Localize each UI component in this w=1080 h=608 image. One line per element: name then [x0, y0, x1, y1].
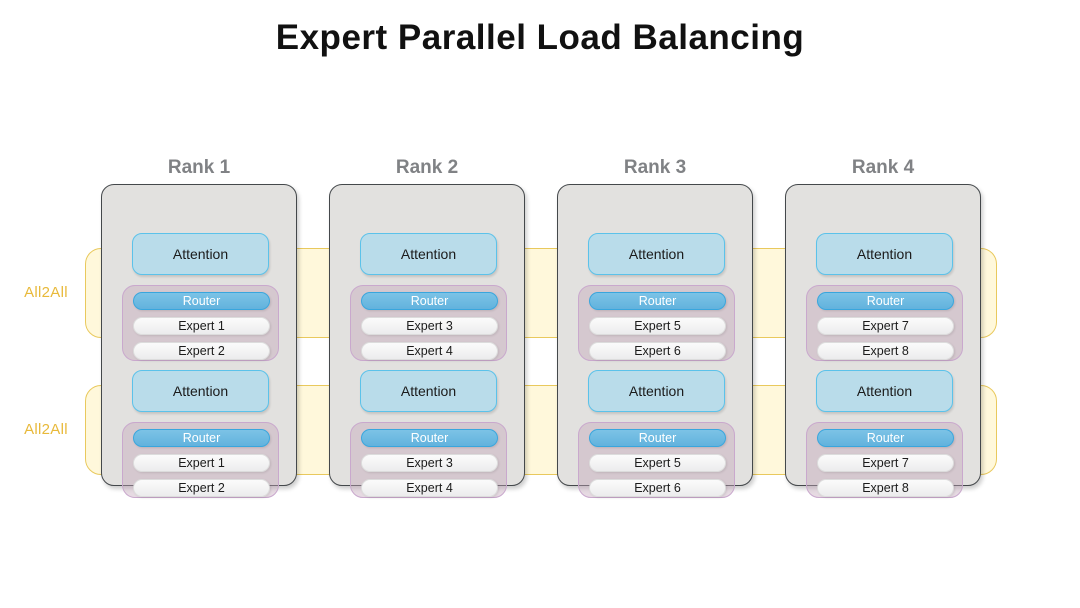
rank-title-1: Rank 1 [167, 157, 231, 178]
router-pill-r4-l2: Router [817, 429, 954, 447]
rank-box-2: Attention Router Expert 3 Expert 4 Atten… [329, 184, 525, 498]
attention-block-r4-l2: Attention [816, 370, 953, 412]
expert-pill-r2-l1-b: Expert 4 [361, 342, 498, 360]
expert-pill-r1-l2-b: Expert 2 [133, 479, 270, 497]
attention-block-r1-l2: Attention [132, 370, 269, 412]
router-pill-r1-l2: Router [133, 429, 270, 447]
router-pill-r2-l1: Router [361, 292, 498, 310]
rank-box-1: Attention Router Expert 1 Expert 2 Atten… [101, 184, 297, 498]
expert-pill-r4-l2-a: Expert 7 [817, 454, 954, 472]
attention-block-r2-l2: Attention [360, 370, 497, 412]
moe-block-r3-l2: Router Expert 5 Expert 6 [578, 422, 735, 498]
moe-block-r1-l1: Router Expert 1 Expert 2 [122, 285, 279, 361]
expert-pill-r1-l1-b: Expert 2 [133, 342, 270, 360]
attention-block-r4-l1: Attention [816, 233, 953, 275]
expert-pill-r2-l2-b: Expert 4 [361, 479, 498, 497]
attention-block-r2-l1: Attention [360, 233, 497, 275]
rank-title-3: Rank 3 [623, 157, 687, 178]
expert-pill-r4-l1-a: Expert 7 [817, 317, 954, 335]
moe-block-r1-l2: Router Expert 1 Expert 2 [122, 422, 279, 498]
expert-pill-r3-l2-a: Expert 5 [589, 454, 726, 472]
router-pill-r2-l2: Router [361, 429, 498, 447]
expert-pill-r3-l2-b: Expert 6 [589, 479, 726, 497]
page-title: Expert Parallel Load Balancing [275, 18, 805, 57]
router-pill-r4-l1: Router [817, 292, 954, 310]
moe-block-r3-l1: Router Expert 5 Expert 6 [578, 285, 735, 361]
rank-title-2: Rank 2 [395, 157, 459, 178]
moe-block-r2-l1: Router Expert 3 Expert 4 [350, 285, 507, 361]
attention-block-r1-l1: Attention [132, 233, 269, 275]
moe-block-r2-l2: Router Expert 3 Expert 4 [350, 422, 507, 498]
router-pill-r3-l1: Router [589, 292, 726, 310]
expert-pill-r3-l1-b: Expert 6 [589, 342, 726, 360]
router-pill-r1-l1: Router [133, 292, 270, 310]
all2all-label-layer-1: All2All [24, 284, 68, 301]
rank-title-4: Rank 4 [851, 157, 915, 178]
expert-pill-r3-l1-a: Expert 5 [589, 317, 726, 335]
expert-pill-r4-l1-b: Expert 8 [817, 342, 954, 360]
moe-block-r4-l2: Router Expert 7 Expert 8 [806, 422, 963, 498]
expert-pill-r2-l1-a: Expert 3 [361, 317, 498, 335]
all2all-label-layer-2: All2All [24, 421, 68, 438]
attention-block-r3-l2: Attention [588, 370, 725, 412]
expert-pill-r1-l1-a: Expert 1 [133, 317, 270, 335]
expert-pill-r1-l2-a: Expert 1 [133, 454, 270, 472]
expert-pill-r4-l2-b: Expert 8 [817, 479, 954, 497]
moe-block-r4-l1: Router Expert 7 Expert 8 [806, 285, 963, 361]
attention-block-r3-l1: Attention [588, 233, 725, 275]
expert-pill-r2-l2-a: Expert 3 [361, 454, 498, 472]
rank-box-4: Attention Router Expert 7 Expert 8 Atten… [785, 184, 981, 498]
router-pill-r3-l2: Router [589, 429, 726, 447]
rank-box-3: Attention Router Expert 5 Expert 6 Atten… [557, 184, 753, 498]
